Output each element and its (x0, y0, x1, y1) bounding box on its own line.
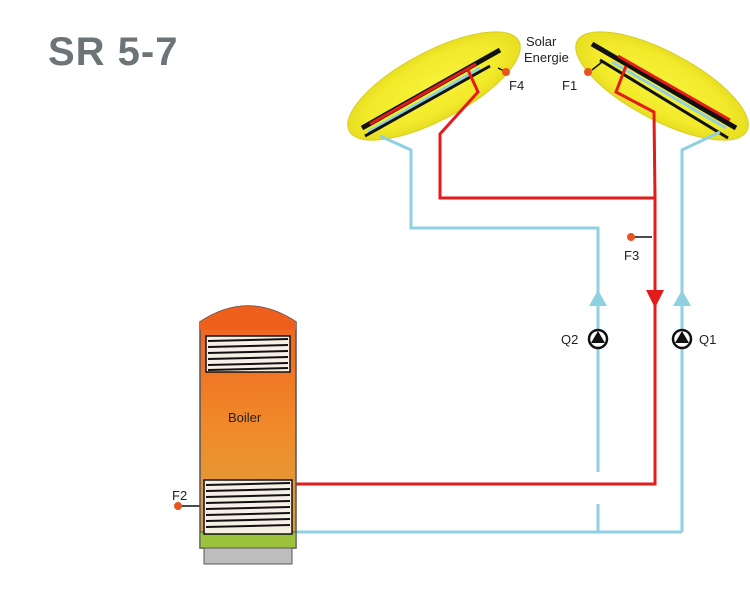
collector-left-hot-tube (369, 62, 477, 126)
hot-pipework (296, 65, 664, 486)
boiler (199, 305, 297, 565)
collector-right-frame (599, 58, 729, 140)
solar-label-line2: Energie (524, 50, 569, 65)
collector-left-cold-tube (367, 66, 481, 134)
page-title: SR 5-7 (48, 30, 179, 74)
lower-heat-exchanger (203, 479, 293, 535)
sensor-f2-label: F2 (172, 488, 188, 503)
cold-pipe-right-collector (680, 130, 721, 532)
sensor-f2 (174, 502, 182, 510)
collector-left (347, 31, 521, 141)
collector-right (575, 31, 749, 141)
pump-q1-arrow-icon (675, 331, 689, 343)
pump-q2-label: Q2 (561, 332, 579, 347)
flow-arrow-up-right-icon (673, 290, 691, 306)
cold-pipe-left-collector (379, 134, 600, 472)
pump-q1 (671, 328, 693, 350)
hot-pipe-left-collector (438, 69, 655, 200)
collector-right-cold-tube (611, 60, 727, 130)
boiler-base (203, 547, 293, 565)
sensor-f4-label: F4 (509, 78, 525, 93)
upper-heat-exchanger (205, 335, 291, 373)
pump-q2 (587, 328, 609, 350)
sensors (174, 61, 652, 510)
collector-right-hot-tube (617, 54, 731, 122)
sensor-f1-label: F1 (562, 78, 578, 93)
sensor-f3-label: F3 (624, 248, 640, 263)
sensor-f1 (584, 68, 592, 76)
collector-right-plate (590, 41, 738, 131)
flow-arrow-up-left-icon (589, 290, 607, 306)
boiler-label: Boiler (228, 410, 262, 425)
hot-pipe-right-collector (614, 65, 657, 199)
pump-q1-label: Q1 (699, 332, 717, 347)
solar-label-line1: Solar (526, 34, 557, 49)
sensor-f4 (502, 68, 510, 76)
pump-q2-arrow-icon (591, 331, 605, 343)
flow-arrow-down-icon (646, 290, 664, 308)
cold-pipework (296, 130, 721, 534)
sensor-f3 (627, 233, 635, 241)
collector-left-frame (364, 64, 491, 138)
